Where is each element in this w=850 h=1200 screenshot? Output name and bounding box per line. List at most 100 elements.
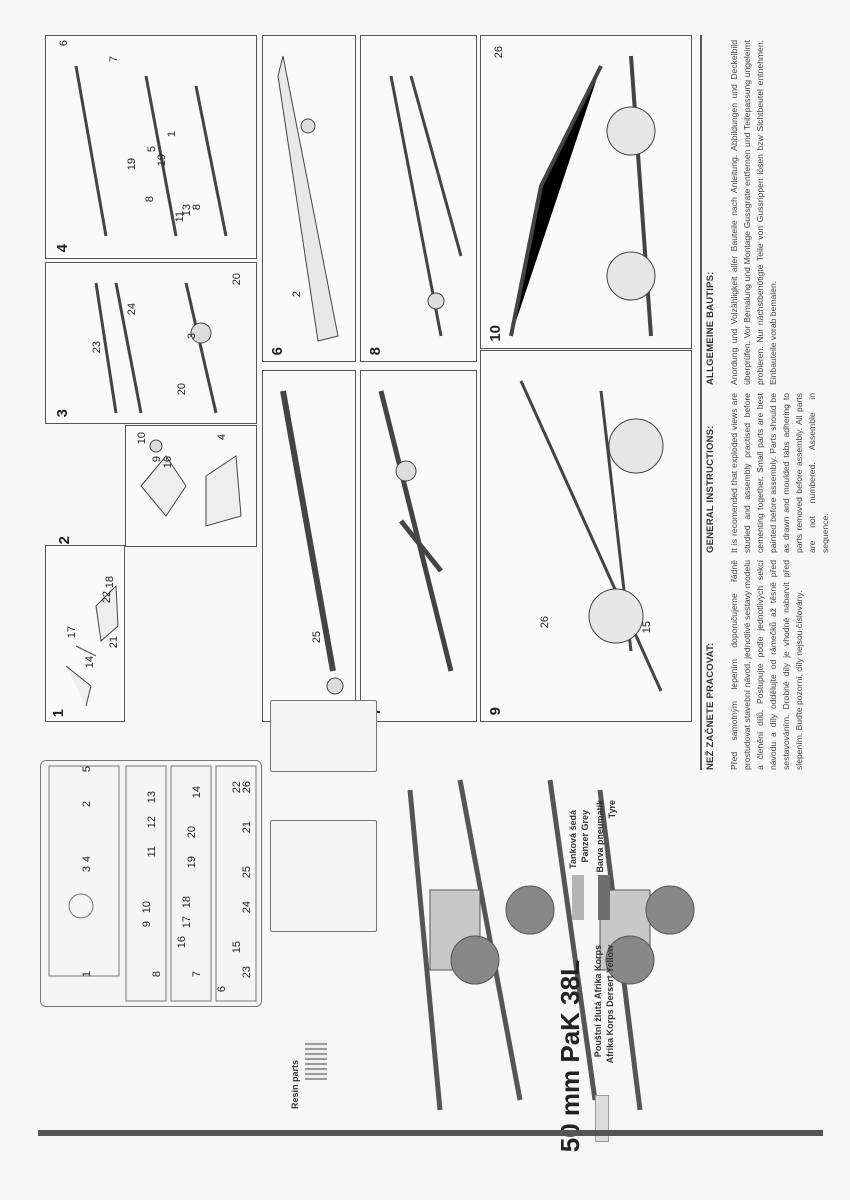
step-10-box: 10 26 (480, 35, 692, 349)
sprue-part-label: 21 (241, 821, 253, 834)
step-1-diagram (65, 584, 119, 707)
sprue-part-label: 13 (146, 791, 158, 804)
step-number: 3 (54, 408, 71, 417)
part-label: 19 (156, 154, 168, 167)
step-number: 9 (487, 706, 504, 715)
step-2-box: 2 10 9 16 4 (56, 425, 257, 547)
sprue-part-label: 6 (216, 986, 228, 993)
sprue-part-label: 12 (146, 816, 158, 829)
part-label: 6 (58, 40, 70, 47)
color-desert-yellow-en: Afrika Korps Dersert Yellow (605, 945, 615, 1064)
color-tyre-en: Tyre (607, 800, 617, 819)
step-4-box: 4 6 7 19 8 5 11 19 13 8 1 (45, 35, 257, 259)
sprue-part-label: 7 (191, 971, 203, 978)
part-label: 2 (291, 291, 303, 298)
step-number: 8 (367, 346, 384, 355)
sprue-part-label: 14 (191, 786, 203, 799)
instructions-de-text: Anordung und Volzähligkeit aller Bauteil… (729, 40, 778, 385)
part-label: 7 (108, 56, 120, 63)
bottom-bar (38, 1130, 823, 1136)
part-label: 17 (66, 626, 78, 639)
color-panzer-grey-en: Panzer Grey (580, 810, 590, 863)
sprue-part-label: 9 (141, 921, 153, 928)
sprue-part-label: 23 (241, 966, 253, 979)
step-7-diagram (378, 390, 454, 672)
part-label: 5 (146, 146, 158, 153)
sprue-part-label: 18 (181, 896, 193, 909)
step-number: 6 (269, 346, 286, 355)
part-label: 26 (539, 616, 551, 629)
sprue-part-label: 26 (241, 781, 253, 794)
step-3-diagram (94, 282, 218, 414)
step-4-diagram (74, 65, 228, 237)
part-label: 16 (162, 456, 174, 469)
part-label: 20 (231, 273, 243, 286)
figure-sprue-2 (270, 700, 377, 772)
step-6-box: 6 2 (262, 35, 356, 362)
color-swatch-tyre (598, 875, 610, 920)
step-3-box: 3 23 24 3 20 20 (45, 262, 257, 424)
part-label: 25 (311, 631, 323, 644)
instructions-de-heading: ALLGEMEINE BAUTIPS: (705, 271, 716, 385)
part-label: 14 (84, 656, 96, 669)
step-6-diagram (277, 55, 339, 342)
color-panzer-grey-cz: Tanková šedá (568, 810, 578, 869)
part-label: 8 (144, 196, 156, 203)
gun-side-views (407, 779, 695, 1111)
sprue-part-label: 1 (81, 971, 93, 978)
part-label: 26 (493, 46, 505, 59)
step-5-box: 5 25 (262, 370, 356, 722)
step-5-diagram (280, 390, 344, 695)
resin-parts-label: Resin parts (290, 1060, 300, 1110)
sprue-part-label: 3 (81, 866, 93, 873)
step-8-diagram (389, 75, 463, 337)
part-label: 22 (101, 591, 113, 604)
part-label: 20 (176, 383, 188, 396)
sprue-part-label: 25 (241, 866, 253, 879)
sprue-part-label: 4 (81, 856, 93, 863)
top-divider (700, 35, 702, 770)
step-8-box: 8 (360, 35, 477, 362)
part-label: 18 (104, 576, 116, 589)
step-10-diagram (509, 55, 656, 337)
sprue-part-label: 24 (241, 901, 253, 914)
instructions-en-heading: GENERAL INSTRUCTIONS: (705, 425, 716, 553)
step-number: 4 (54, 243, 71, 252)
part-label: 19 (126, 158, 138, 171)
instructions-cz-text: Před samotným lepením doporučujeme řádně… (729, 560, 804, 770)
step-2-diagram (140, 439, 242, 527)
color-swatch-panzer-grey (572, 875, 584, 920)
sprue-part-label: 8 (151, 971, 163, 978)
sprue-frame (48, 765, 257, 1002)
step-9-diagram (519, 380, 664, 692)
sprue-part-label: 17 (181, 916, 193, 929)
figure-sprue (270, 820, 377, 932)
sprue-part-label: 19 (186, 856, 198, 869)
instructions-en-text: It is recomended that exploded views are… (729, 393, 830, 553)
sprue-part-label: 10 (141, 901, 153, 914)
part-label: 23 (91, 341, 103, 354)
part-label: 8 (191, 204, 203, 211)
step-7-box: 7 (360, 370, 477, 722)
step-number: 10 (487, 325, 504, 342)
step-9-box: 9 26 15 (480, 350, 692, 722)
step-number: 1 (50, 708, 67, 717)
instructions-cz-heading: NEŽ ZAČNETE PRACOVAT: (705, 642, 716, 770)
color-tyre-cz: Barva pneumatik (595, 800, 605, 873)
step-1-box: 1 17 22 14 21 18 (45, 545, 125, 722)
part-label: 1 (166, 131, 178, 138)
part-label: 15 (641, 621, 653, 634)
model-title: 50 mm PaK 38L (555, 960, 585, 1153)
sprue-part-label: 15 (231, 941, 243, 954)
part-label: 21 (108, 636, 120, 649)
part-label: 3 (186, 333, 198, 340)
sprue-part-label: 16 (176, 936, 188, 949)
step-number: 2 (56, 535, 73, 544)
sprue-part-label: 11 (146, 846, 158, 858)
sprue-part-label: 20 (186, 826, 198, 839)
part-label: 10 (136, 432, 148, 445)
resin-parts-icon (305, 1040, 327, 1080)
sprue-part-label: 5 (81, 766, 93, 773)
